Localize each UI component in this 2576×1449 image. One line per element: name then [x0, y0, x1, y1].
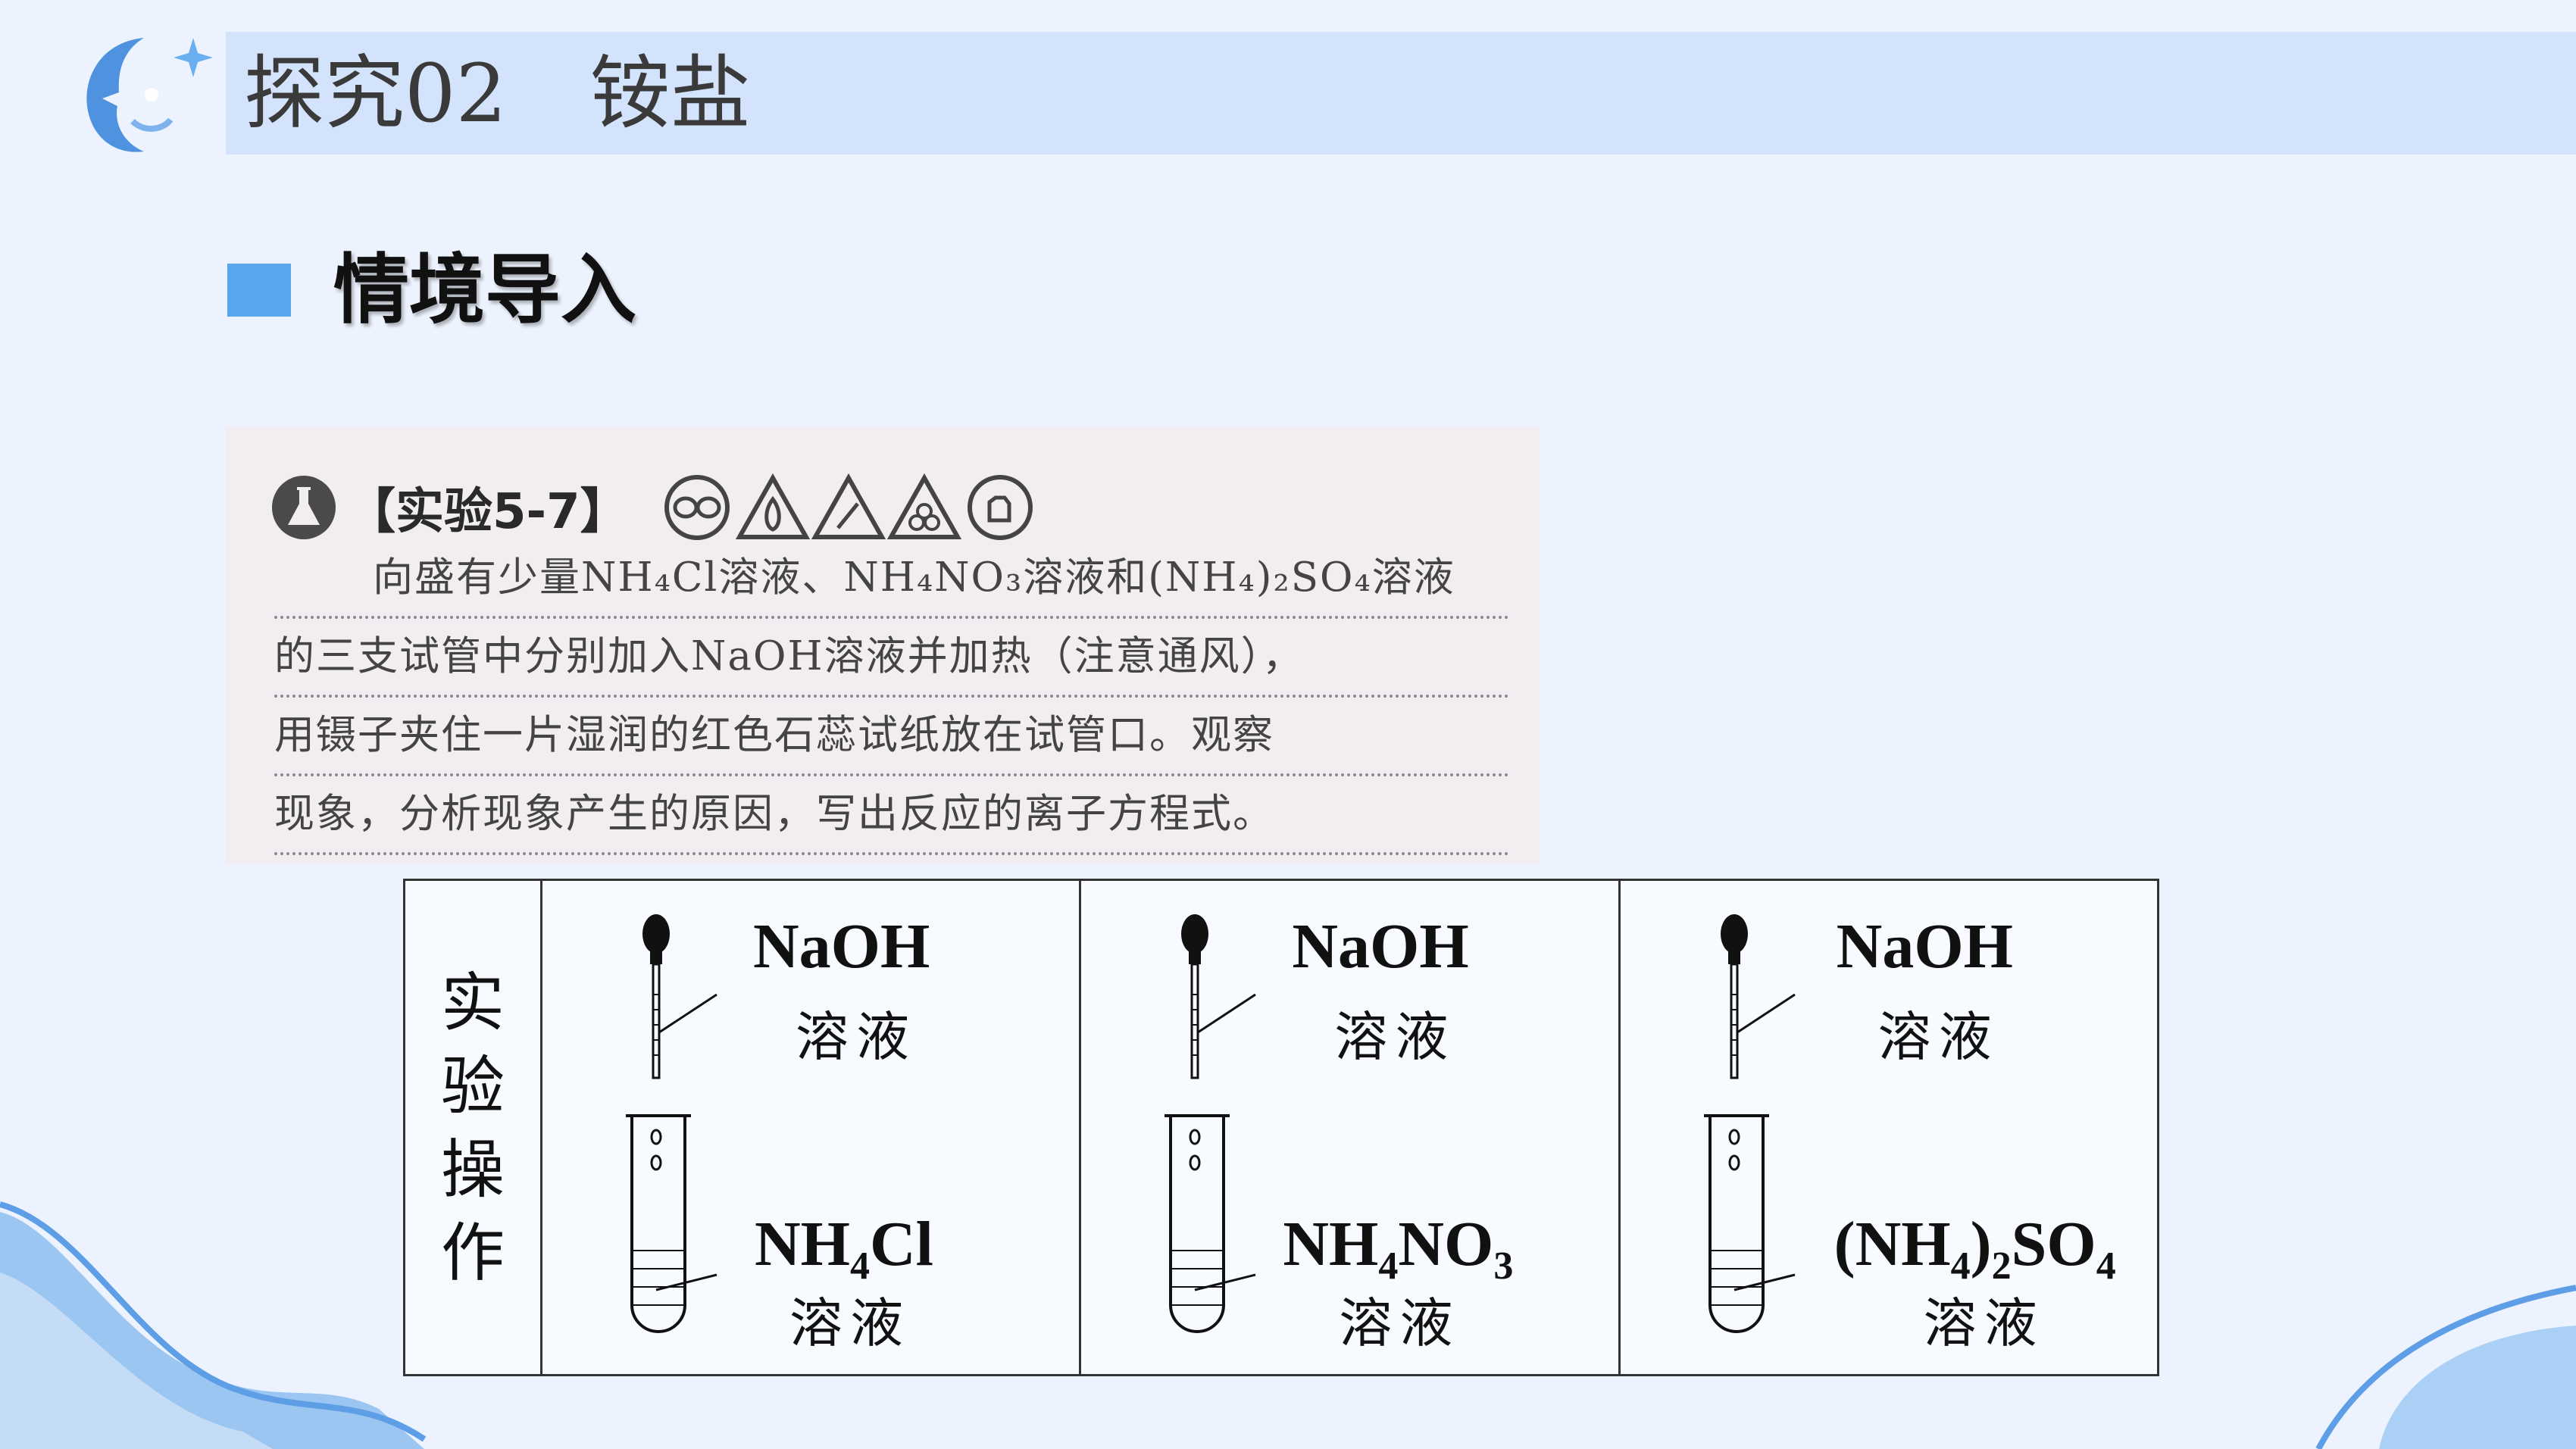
sample-solution-label: 溶液: [1339, 1292, 1461, 1354]
header-band: [226, 32, 2576, 155]
row-label-char: 作: [440, 1215, 505, 1290]
text-line: 的三支试管中分别加入NaOH溶液并加热（注意通风），: [274, 619, 1509, 698]
reagent-solution-label: 溶液: [796, 1006, 917, 1068]
dropper-and-test-tube-icon: [1703, 914, 1796, 1333]
row-label-char: 验: [440, 1048, 505, 1123]
goggles-icon: [664, 475, 730, 540]
reagent-naoh: NaOH: [1836, 911, 2013, 982]
reagent-naoh: NaOH: [753, 911, 930, 982]
dropper-and-test-tube-icon: [626, 914, 717, 1333]
wash-hands-icon: [967, 475, 1033, 540]
sample-solution-label: 溶液: [789, 1292, 911, 1354]
ventilation-icon: [886, 473, 961, 539]
experiment-text: 向盛有少量NH₄Cl溶液、NH₄NO₃溶液和(NH₄)₂SO₄溶液 的三支试管中…: [274, 540, 1509, 855]
moon-face-logo-icon: [86, 38, 213, 152]
topic-number: 探究02: [244, 47, 507, 140]
flask-icon: [272, 476, 336, 539]
experiment-cell-nh4no3: NaOH 溶液 NH4NO3 溶液: [1081, 881, 1621, 1374]
text-line: 向盛有少量NH₄Cl溶液、NH₄NO₃溶液和(NH₄)₂SO₄溶液: [274, 540, 1509, 619]
decorative-wave-right: [2315, 1285, 2576, 1449]
experiment-cell-nh4cl: NaOH 溶液 NH4Cl 溶液: [542, 881, 1082, 1374]
row-label-char: 操: [440, 1132, 505, 1207]
dropper-and-test-tube-icon: [1165, 914, 1257, 1333]
sample-nh4no3: NH4NO3: [1283, 1209, 1514, 1288]
section-title: 情境导入: [333, 245, 636, 334]
experiment-diagram: 实 验 操 作 NaOH 溶液 NH4Cl 溶液: [403, 879, 2159, 1376]
row-label: 实 验 操 作: [405, 881, 542, 1374]
row-label-char: 实: [440, 965, 505, 1040]
page-title: 探究02 铵盐: [244, 35, 751, 153]
reagent-solution-label: 溶液: [1877, 1006, 1999, 1068]
experiment-cell-nh42so4: NaOH 溶液 (NH4)2SO4 溶液: [1621, 881, 2157, 1374]
sample-solution-label: 溶液: [1923, 1292, 2045, 1354]
sample-nh4cl: NH4Cl: [755, 1209, 933, 1288]
flame-icon: [735, 473, 810, 539]
text-line: 现象，分析现象产生的原因，写出反应的离子方程式。: [274, 776, 1509, 855]
topic-title: 铵盐: [589, 47, 751, 140]
section-bullet: [227, 264, 291, 317]
hot-icon: [811, 473, 886, 539]
experiment-label: 【实验5-7】: [347, 484, 629, 540]
reagent-solution-label: 溶液: [1334, 1006, 1456, 1068]
text-line: 用镊子夹住一片湿润的红色石蕊试纸放在试管口。观察: [274, 698, 1509, 776]
textbook-excerpt: 【实验5-7】 向盛有少量NH₄Cl溶液、NH₄NO₃溶液和(NH₄)₂SO₄溶…: [226, 426, 1540, 863]
sample-nh42so4: (NH4)2SO4: [1834, 1209, 2116, 1288]
decorative-wave-left: [0, 1201, 427, 1449]
reagent-naoh: NaOH: [1292, 911, 1469, 982]
experiment-heading: 【实验5-7】: [270, 466, 1038, 549]
